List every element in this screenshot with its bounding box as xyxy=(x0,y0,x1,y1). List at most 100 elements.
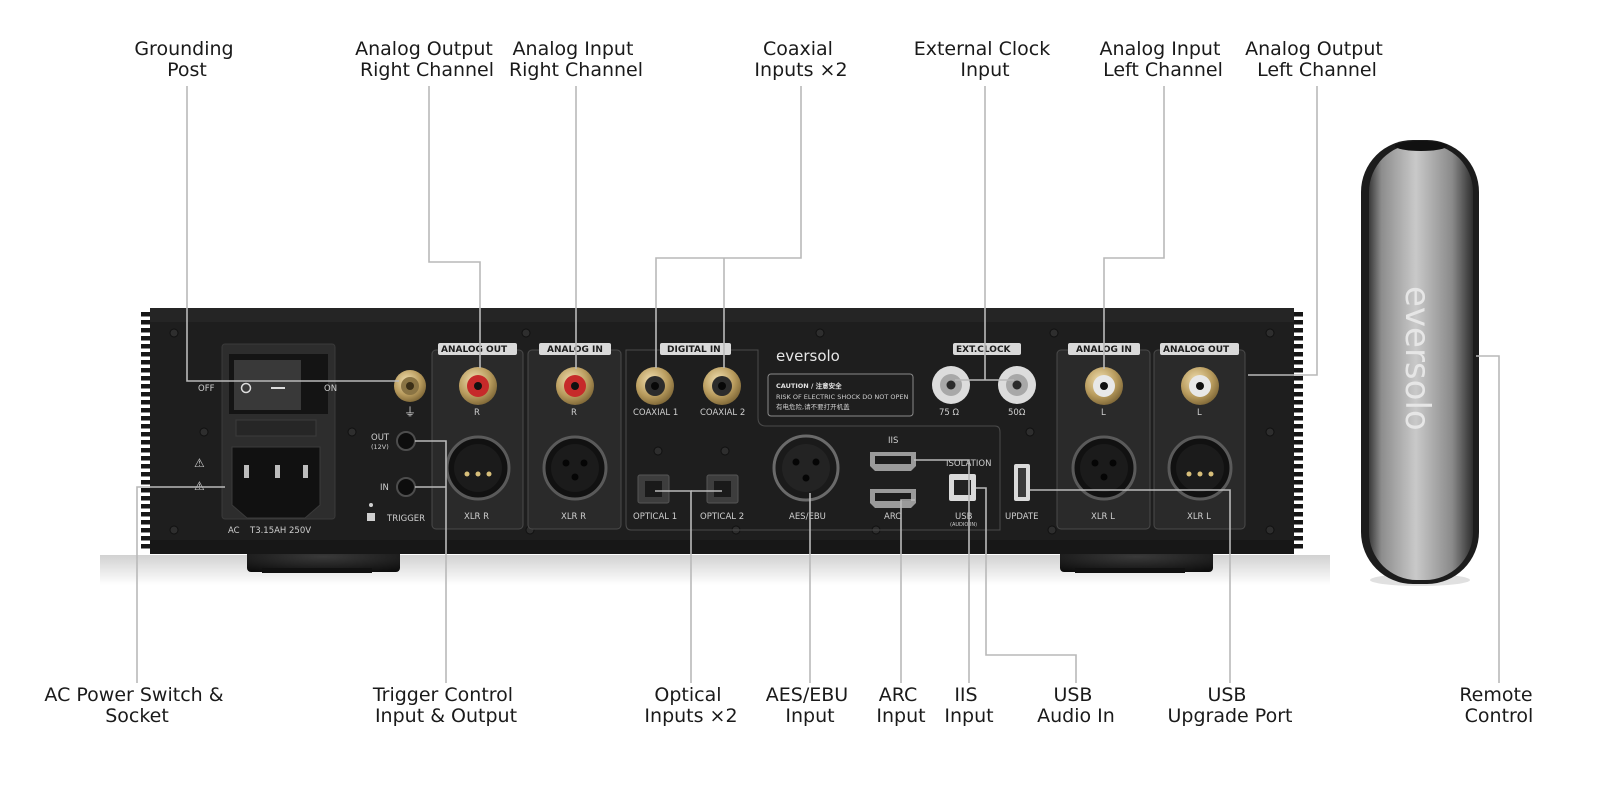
coaxial-2-jack[interactable] xyxy=(703,367,741,405)
usb-a-update-port[interactable] xyxy=(1014,464,1030,501)
fuse-holder xyxy=(235,419,317,437)
callout-remote-line-1: Remote xyxy=(1459,684,1532,706)
callout-remote: Remote Control xyxy=(1459,684,1538,727)
iis-hdmi-port[interactable] xyxy=(870,452,916,471)
usb-port-sublabel: (AUDIO IN) xyxy=(950,522,977,528)
leader-usb-audio xyxy=(976,487,1077,683)
heatsink-fins-right xyxy=(1292,312,1303,549)
leader-analog-input-left xyxy=(1103,86,1165,369)
callout-analog-output-right-line-1: Analog Output xyxy=(355,38,493,60)
xlr-out-right-jack[interactable] xyxy=(445,435,511,501)
analog-in-r-section-label: ANALOG IN xyxy=(547,345,603,355)
callout-iis-line-1: IIS xyxy=(954,684,977,706)
trigger-in-jack[interactable] xyxy=(396,477,416,497)
coaxial-1-jack[interactable] xyxy=(636,367,674,405)
callout-grounding-post-line-1: Grounding xyxy=(134,38,233,60)
rca-in-l-label: L xyxy=(1101,408,1106,418)
clock-50-label: 50Ω xyxy=(1008,408,1026,418)
callout-arc: ARC Input xyxy=(876,684,925,727)
xlr-in-r-label: XLR R xyxy=(561,512,586,522)
rca-out-right-jack[interactable] xyxy=(459,367,497,405)
iec-power-socket[interactable] xyxy=(231,446,321,519)
callout-analog-input-right-line-1: Analog Input xyxy=(513,38,634,60)
power-switch[interactable] xyxy=(229,354,328,414)
callout-analog-output-right: Analog Output Right Channel xyxy=(355,38,499,81)
callout-analog-input-right-line-2: Right Channel xyxy=(509,59,643,81)
analog-out-l-section-label: ANALOG OUT xyxy=(1163,345,1230,355)
callout-grounding-post-line-2: Post xyxy=(167,59,207,81)
arc-port-label: ARC xyxy=(884,512,901,522)
leader-analog-output-left xyxy=(1248,86,1318,376)
usb-b-port[interactable] xyxy=(949,474,976,501)
rca-out-r-label: R xyxy=(474,408,480,418)
callout-usb-audio-line-1: USB xyxy=(1053,684,1092,706)
optical-2-port[interactable] xyxy=(706,474,739,504)
rca-out-left-jack[interactable] xyxy=(1181,367,1219,405)
clock-50-bnc-jack[interactable] xyxy=(998,366,1036,404)
xlr-in-l-label: XLR L xyxy=(1091,512,1115,522)
leader-trigger xyxy=(415,440,447,683)
callout-labels: Grounding Post Analog Output Right Chann… xyxy=(44,38,1538,727)
callout-arc-line-1: ARC xyxy=(879,684,918,706)
rca-in-left-jack[interactable] xyxy=(1085,367,1123,405)
callout-usb-audio: USB Audio In xyxy=(1037,684,1115,727)
optical-1-label: OPTICAL 1 xyxy=(633,512,677,522)
heatsink-fins-left xyxy=(141,312,152,549)
callout-iis-line-2: Input xyxy=(944,705,993,727)
foot-left xyxy=(247,550,400,573)
clock-75-label: 75 Ω xyxy=(939,408,960,418)
callout-analog-output-left-line-2: Left Channel xyxy=(1257,59,1377,81)
callout-analog-output-left-line-1: Analog Output xyxy=(1245,38,1383,60)
trigger-jacks: OUT (12V) IN TRIGGER xyxy=(367,431,425,524)
ext-clock-section-label: EXT.CLOCK xyxy=(956,345,1012,355)
callout-aes-ebu-line-2: Input xyxy=(785,705,834,727)
coaxial-2-label: COAXIAL 2 xyxy=(700,408,745,418)
callout-trigger-line-1: Trigger Control xyxy=(372,684,513,706)
callout-iis: IIS Input xyxy=(944,684,993,727)
clock-75-bnc-jack[interactable] xyxy=(932,366,970,404)
usb-port-label: USB xyxy=(955,512,973,522)
switch-off-label: OFF xyxy=(198,384,215,394)
leader-usb-upgrade xyxy=(1030,489,1231,683)
callout-usb-upgrade-line-1: USB xyxy=(1207,684,1246,706)
rca-in-right-jack[interactable] xyxy=(556,367,594,405)
ac-power-module: OFF ON AC T3.15AH 250V ⚠ ⚠ xyxy=(194,343,337,536)
leader-coaxial-inputs xyxy=(655,86,802,368)
callout-usb-upgrade: USB Upgrade Port xyxy=(1168,684,1293,727)
analog-out-r-section-label: ANALOG OUT xyxy=(441,345,508,355)
callout-external-clock-line-2: Input xyxy=(960,59,1009,81)
iis-port-label: IIS xyxy=(888,436,898,446)
xlr-in-left-jack[interactable] xyxy=(1071,435,1137,501)
optical-1-port[interactable] xyxy=(637,474,670,504)
arc-hdmi-port[interactable] xyxy=(870,489,916,508)
caution-line-1: RISK OF ELECTRIC SHOCK DO NOT OPEN xyxy=(776,393,909,401)
ext-clock-section: EXT.CLOCK 75 Ω 50Ω xyxy=(932,343,1036,418)
aes-ebu-jack[interactable] xyxy=(772,434,840,502)
callout-optical-inputs-line-2: Inputs ×2 xyxy=(644,705,737,727)
callout-analog-input-left-line-2: Left Channel xyxy=(1103,59,1223,81)
trigger-out-jack[interactable] xyxy=(396,431,416,451)
callout-usb-upgrade-line-2: Upgrade Port xyxy=(1168,705,1293,727)
optical-2-label: OPTICAL 2 xyxy=(700,512,744,522)
xlr-in-right-jack[interactable] xyxy=(542,435,608,501)
xlr-out-r-label: XLR R xyxy=(464,512,489,522)
caution-line-2: 有电危险,请不要打开机盖 xyxy=(776,402,850,411)
switch-on-label: ON xyxy=(324,384,337,394)
digital-in-section-label: DIGITAL IN xyxy=(667,345,721,355)
trigger-label: TRIGGER xyxy=(386,514,425,524)
callout-ac-power-line-1: AC Power Switch & xyxy=(44,684,223,706)
xlr-out-left-jack[interactable] xyxy=(1167,435,1233,501)
ac-label: AC xyxy=(228,526,240,536)
analog-in-left-section: ANALOG IN L XLR L xyxy=(1056,343,1151,530)
rca-in-r-label: R xyxy=(571,408,577,418)
coaxial-1-label: COAXIAL 1 xyxy=(633,408,678,418)
caution-label: CAUTION / 注意安全 RISK OF ELECTRIC SHOCK DO… xyxy=(767,373,914,417)
leader-analog-output-right xyxy=(428,86,481,368)
callout-analog-output-right-line-2: Right Channel xyxy=(360,59,494,81)
analog-in-right-section: ANALOG IN R XLR R xyxy=(527,343,622,530)
callout-arc-line-2: Input xyxy=(876,705,925,727)
grounding-post[interactable] xyxy=(394,370,426,402)
callout-analog-input-left: Analog Input Left Channel xyxy=(1100,38,1227,81)
callout-ac-power-line-2: Socket xyxy=(105,705,169,727)
